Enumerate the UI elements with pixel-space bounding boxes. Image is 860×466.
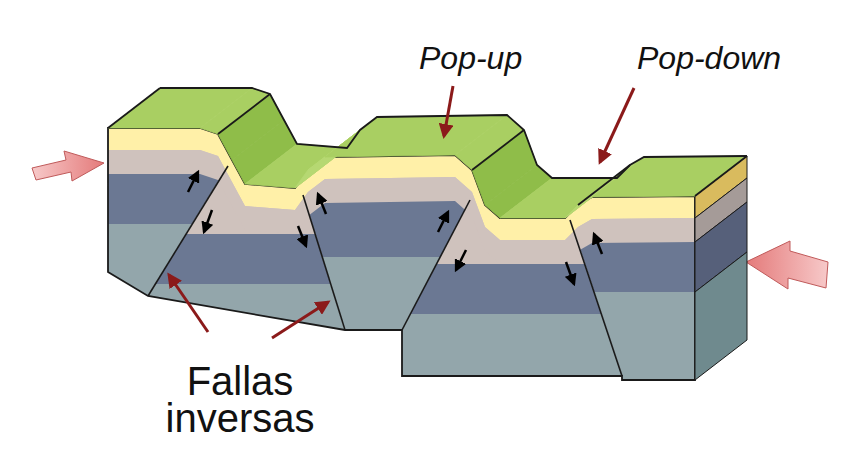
label-text: Pop-up bbox=[419, 39, 522, 77]
fault-block bbox=[0, 100, 860, 424]
fault-line bbox=[402, 200, 470, 330]
fault-line bbox=[148, 166, 228, 296]
slip-arrows bbox=[188, 172, 602, 284]
tan-layer bbox=[108, 150, 695, 264]
compression-arrow bbox=[32, 151, 104, 181]
compression-arrow bbox=[746, 241, 828, 289]
fault-block bbox=[0, 100, 860, 427]
right-face bbox=[695, 156, 747, 380]
label-text: Pop-down bbox=[637, 39, 781, 77]
front-outline bbox=[108, 128, 695, 380]
label-text: Fallas inversas bbox=[140, 363, 340, 437]
front-face bbox=[0, 100, 860, 432]
fault-block bbox=[0, 100, 860, 432]
fault-line bbox=[570, 220, 622, 376]
top-outline bbox=[108, 88, 747, 205]
fault-line bbox=[303, 195, 345, 330]
leader-arrows bbox=[169, 86, 634, 338]
top-surface bbox=[108, 88, 747, 218]
